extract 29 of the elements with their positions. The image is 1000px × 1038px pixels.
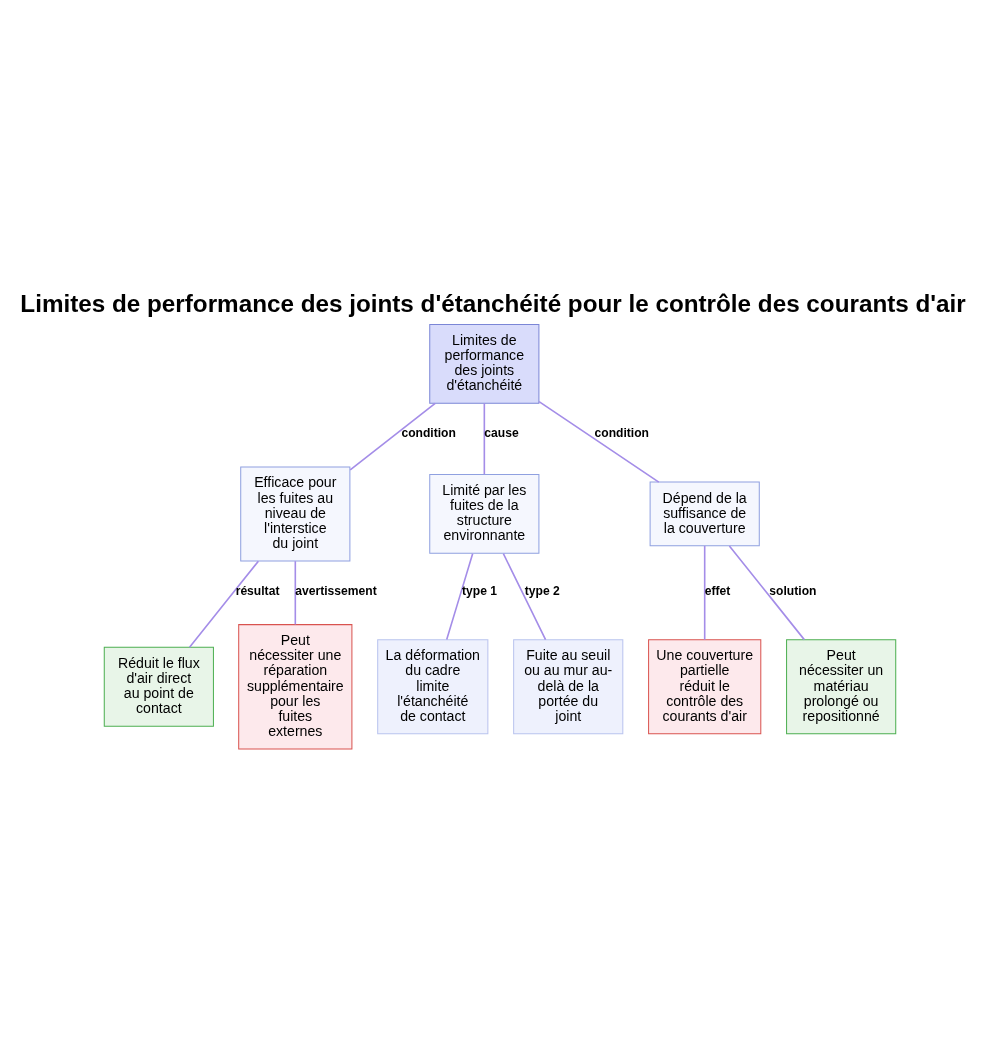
node-box: Une couverture partielle réduit le contrôle des courants d'air — [648, 638, 762, 734]
edge-label: effet — [704, 583, 731, 598]
connector — [445, 552, 474, 640]
node-box: Peut nécessiter une réparation supplémentaire pour les fuites externes — [238, 623, 353, 749]
connector — [502, 552, 547, 640]
edge-label: avertissement — [295, 583, 377, 598]
node-box: La déformation du cadre limite l'étanchéité de contact — [377, 638, 489, 734]
node-box: Limité par les fuites de la structure environnante — [429, 473, 540, 554]
edge-label: cause — [484, 425, 519, 440]
node-box: Limites de performance des joints d'étanchéité — [429, 323, 540, 404]
node-box: Réduit le flux d'air direct au point de contact — [103, 646, 214, 727]
connector — [294, 559, 297, 625]
edge-label: condition — [401, 425, 456, 440]
connector — [188, 559, 260, 648]
edge-label: type 1 — [462, 583, 498, 598]
connector — [349, 402, 436, 471]
node-box: Dépend de la suffisance de la couverture — [649, 481, 760, 546]
connector — [728, 544, 806, 640]
edge-label: condition — [594, 425, 649, 440]
edge-label: résultat — [235, 583, 280, 598]
edge-label: type 2 — [524, 583, 560, 598]
diagram-title: Limites de performance des joints d'étanchéité pour le contrôle des courants d'air — [20, 289, 966, 317]
connector — [483, 402, 486, 475]
connector — [703, 544, 706, 640]
edge-label: solution — [769, 583, 817, 598]
node-box: Efficace pour les fuites au niveau de l'interstice du joint — [240, 465, 351, 561]
node-box: Peut nécessiter un matériau prolongé ou repositionné — [786, 638, 897, 734]
connector — [538, 400, 660, 483]
node-box: Fuite au seuil ou au mur au-delà de la portée du joint — [513, 638, 624, 734]
